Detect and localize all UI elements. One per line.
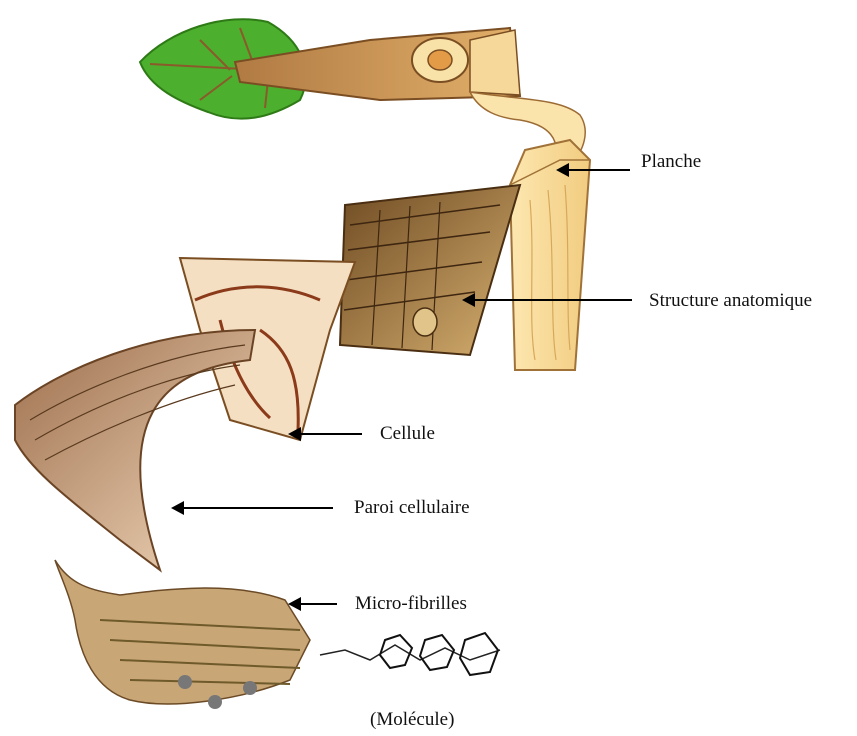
label-cellule: Cellule xyxy=(380,424,435,443)
cell-wall-illustration xyxy=(15,330,255,570)
molecule-illustration xyxy=(320,633,500,675)
label-paroi-cellulaire: Paroi cellulaire xyxy=(354,498,470,517)
arrow-paroi xyxy=(171,501,333,515)
label-micro-fibrilles: Micro-fibrilles xyxy=(355,594,467,613)
label-structure-anatomique: Structure anatomique xyxy=(649,291,812,310)
anatomical-structure-illustration xyxy=(340,185,520,355)
plank-illustration xyxy=(510,140,590,370)
arrow-cellule xyxy=(288,427,362,441)
arrow-planche xyxy=(556,163,630,177)
label-planche: Planche xyxy=(641,152,701,171)
microfibrils-illustration xyxy=(55,560,310,709)
arrow-microfibrilles xyxy=(288,597,337,611)
label-molecule: (Molécule) xyxy=(370,710,454,729)
